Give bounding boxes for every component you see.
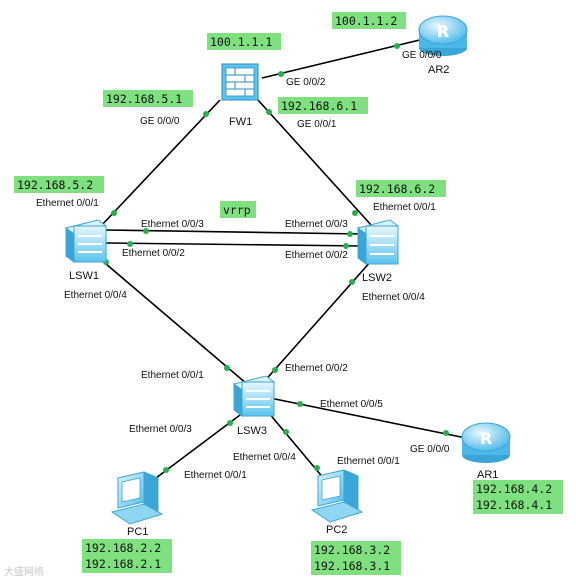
vrrp-label: vrrp bbox=[223, 203, 251, 217]
switch-icon[interactable] bbox=[356, 219, 400, 265]
ip-box: 192.168.3.2 192.168.3.1 bbox=[311, 541, 401, 575]
node-label-lsw2: LSW2 bbox=[362, 272, 392, 284]
port-dot bbox=[143, 228, 149, 234]
port-label: Ethernet 0/0/1 bbox=[141, 370, 204, 381]
node-label-pc1: PC1 bbox=[127, 526, 148, 538]
node-label-pc2: PC2 bbox=[326, 524, 347, 536]
port-dot bbox=[224, 365, 230, 371]
node-label-fw1: FW1 bbox=[229, 116, 252, 128]
ip-label: 192.168.6.2 bbox=[359, 182, 435, 196]
port-label: Ethernet 0/0/4 bbox=[362, 292, 425, 303]
port-dot bbox=[283, 429, 289, 435]
port-dot bbox=[278, 71, 284, 77]
ip-box: 100.1.1.1 bbox=[207, 33, 281, 50]
ip-box: 192.168.2.2 192.168.2.1 bbox=[82, 539, 172, 573]
ip-labels: 100.1.1.2 100.1.1.1 192.168.5.1 192.168.… bbox=[14, 12, 563, 575]
port-label: Ethernet 0/0/3 bbox=[129, 424, 192, 435]
port-dot bbox=[343, 243, 349, 249]
link-lsw1-lsw3 bbox=[91, 251, 248, 385]
link-fw1-ar2 bbox=[261, 36, 433, 79]
svg-text:R: R bbox=[437, 22, 449, 41]
port-label: Ethernet 0/0/3 bbox=[141, 219, 204, 230]
port-dot bbox=[443, 430, 449, 436]
pc-icon[interactable] bbox=[310, 469, 364, 523]
port-label: Ethernet 0/0/5 bbox=[320, 399, 383, 410]
router-icon[interactable]: R bbox=[418, 15, 468, 56]
ip-box: 192.168.5.2 bbox=[14, 176, 104, 193]
port-label: Ethernet 0/0/1 bbox=[36, 198, 99, 209]
port-dot bbox=[272, 367, 278, 373]
ip-box: 192.168.5.1 bbox=[103, 90, 193, 107]
ip-label: 192.168.2.1 bbox=[85, 557, 161, 571]
firewall-icon[interactable] bbox=[221, 63, 259, 101]
ip-label: 192.168.4.1 bbox=[476, 498, 552, 512]
ip-label: 192.168.3.1 bbox=[314, 559, 390, 573]
ip-box: 192.168.6.2 bbox=[356, 180, 446, 197]
ip-label: 192.168.5.2 bbox=[17, 178, 93, 192]
port-label: Ethernet 0/0/3 bbox=[285, 219, 348, 230]
port-label: Ethernet 0/0/2 bbox=[285, 363, 348, 374]
ip-label: 192.168.5.1 bbox=[106, 92, 182, 106]
pc-icon[interactable] bbox=[110, 471, 164, 525]
node-labels: FW1 AR2 LSW1 LSW2 LSW3 AR1 PC1 PC2 bbox=[69, 64, 498, 538]
port-dot bbox=[266, 109, 272, 115]
node-label-ar1: AR1 bbox=[477, 469, 498, 481]
node-label-ar2: AR2 bbox=[428, 64, 449, 76]
ip-label: 100.1.1.2 bbox=[335, 14, 397, 28]
link-fw1-lsw2 bbox=[257, 99, 373, 227]
port-dot bbox=[347, 231, 353, 237]
port-label: GE 0/0/2 bbox=[286, 77, 326, 88]
port-labels: GE 0/0/2 GE 0/0/0 GE 0/0/0 GE 0/0/1 Ethe… bbox=[36, 50, 450, 481]
port-dot bbox=[203, 111, 209, 117]
ip-box: 192.168.6.1 bbox=[278, 97, 368, 114]
link-lsw3-pc1 bbox=[139, 411, 245, 491]
port-dot bbox=[111, 210, 117, 216]
port-label: Ethernet 0/0/4 bbox=[64, 290, 127, 301]
port-dot bbox=[394, 43, 400, 49]
node-label-lsw1: LSW1 bbox=[69, 270, 99, 282]
port-dot bbox=[297, 401, 303, 407]
ip-label: 192.168.3.2 bbox=[314, 543, 390, 557]
port-label: Ethernet 0/0/4 bbox=[233, 452, 296, 463]
watermark: 大盛网络 bbox=[4, 567, 44, 578]
ip-label: 192.168.2.2 bbox=[85, 541, 161, 555]
svg-text:R: R bbox=[480, 429, 492, 448]
port-label: Ethernet 0/0/2 bbox=[285, 250, 348, 261]
port-dot bbox=[314, 465, 320, 471]
node-label-lsw3: LSW3 bbox=[237, 425, 267, 437]
port-label: Ethernet 0/0/2 bbox=[122, 248, 185, 259]
port-label: Ethernet 0/0/1 bbox=[373, 202, 436, 213]
ip-box: 100.1.1.2 bbox=[332, 12, 406, 29]
port-label: GE 0/0/0 bbox=[402, 50, 442, 61]
port-dots bbox=[103, 43, 449, 473]
ip-label: 192.168.4.2 bbox=[476, 482, 552, 496]
port-dot bbox=[349, 279, 355, 285]
port-label: Ethernet 0/0/1 bbox=[184, 470, 247, 481]
ip-label: 100.1.1.1 bbox=[210, 35, 272, 49]
ip-label: 192.168.6.1 bbox=[281, 99, 357, 113]
link-fw1-lsw1 bbox=[99, 99, 221, 228]
port-dot bbox=[163, 467, 169, 473]
port-dot bbox=[227, 420, 233, 426]
port-dot bbox=[352, 210, 358, 216]
link-lsw1-lsw2-e002 bbox=[105, 242, 363, 247]
vrrp-box: vrrp bbox=[220, 201, 256, 218]
router-icon[interactable]: R bbox=[461, 422, 511, 463]
switch-icon[interactable] bbox=[232, 375, 276, 417]
port-label: GE 0/0/1 bbox=[297, 119, 337, 130]
link-lsw3-pc2 bbox=[267, 411, 331, 487]
switch-icon[interactable] bbox=[64, 219, 108, 263]
port-dot bbox=[127, 241, 133, 247]
port-label: GE 0/0/0 bbox=[410, 444, 450, 455]
ip-box: 192.168.4.2 192.168.4.1 bbox=[473, 480, 563, 514]
port-label: Ethernet 0/0/1 bbox=[337, 456, 400, 467]
port-label: GE 0/0/0 bbox=[140, 116, 180, 127]
